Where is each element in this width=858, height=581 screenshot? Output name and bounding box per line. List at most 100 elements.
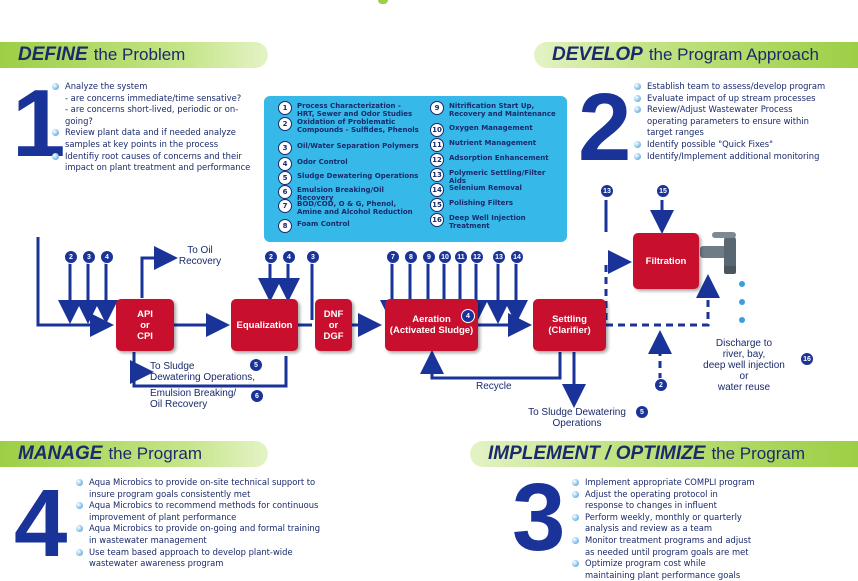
define-title-bold: DEFINE [18,44,88,65]
manage-bullet: Aqua Microbics to provide on-going and f… [76,523,326,546]
service-text: Oxidation of Problematic Compounds - Sul… [297,118,419,135]
service-number: 1 [278,101,292,115]
marker-aer-1: 7 [386,250,400,264]
bullet-text: Evaluate impact of up stream processes [647,92,816,103]
service-text: Emulsion Breaking/Oil Recovery [297,186,384,203]
to-sludge-label-2: To Sludge Dewatering Operations [520,407,634,429]
bullet-text: Aqua Microbics to recommend methods for … [89,500,319,522]
discharge-line3: deep well injection [703,360,785,371]
bullet-text: Identify/Implement additional monitoring [647,150,820,161]
manage-bullet: Aqua Microbics to provide on-site techni… [76,477,326,500]
service-number: 16 [430,213,444,227]
service-text: Process Characterization - HRT, Sewer an… [297,102,413,119]
implement-bullet: Perform weekly, monthly or quarterly ana… [572,512,758,535]
marker-filt-15: 15 [656,184,670,198]
implement-bullet: Monitor treatment programs and adjust as… [572,535,758,558]
to-oil-recovery-label: To Oil Recovery [170,245,230,267]
service-text: Foam Control [297,220,350,228]
implement-title-rest: the Program [711,444,805,463]
service-text: Sludge Dewatering Operations [297,172,419,180]
settling-line2: (Clarifier) [548,325,591,336]
dnf-line1: DNF [323,308,344,320]
marker-api-3: 4 [100,250,114,264]
bullet-icon [52,83,59,90]
discharge-line5: water reuse [717,382,771,393]
marker-api-2: 3 [82,250,96,264]
marker-aer-7: 13 [492,250,506,264]
service-number: 10 [430,123,444,137]
bullet-icon [76,479,83,486]
emulsion-line1: Emulsion Breaking/ [150,388,237,399]
service-text: Oxygen Management [449,124,533,132]
bullet-icon [572,560,579,568]
develop-banner: DEVELOP the Program Approach [534,42,858,68]
discharge-line4: or [739,371,749,382]
define-sub-bullet: - are concerns immediate/time sensative? [65,92,242,103]
define-bullets: Analyze the system- are concerns immedia… [52,81,262,174]
bullet-text: Adjust the operating protocol in respons… [585,488,718,511]
service-number: 3 [278,141,292,155]
develop-bullet: Review/Adjust Wastewater Process operati… [634,104,834,139]
bullet-icon [572,490,579,498]
service-text: Adsorption Enhancement [449,154,549,162]
faucet-icon [700,232,745,323]
discharge-line2: river, bay, [722,349,766,360]
marker-aer-8: 14 [510,250,524,264]
service-number: 9 [430,101,444,115]
service-item: 10 Oxygen Management [430,123,564,137]
api-line3: CPI [137,330,153,342]
marker-16: 16 [800,352,814,366]
service-item: 7 BOD/COD, O & G, Phenol, Amine and Alcoh… [278,199,420,217]
bullet-text: Monitor treatment programs and adjust as… [585,534,752,557]
manage-bullet: Use team based approach to develop plant… [76,547,326,570]
top-accent [378,0,388,4]
bullet-icon [634,83,641,90]
define-title-rest: the Problem [93,45,186,64]
bullet-icon [572,479,579,486]
bullet-text: Identify possible "Quick Fixes" [647,138,774,149]
api-line1: API [137,308,153,320]
marker-aer-6: 12 [470,250,484,264]
marker-sludge2: 5 [635,405,649,419]
service-text: BOD/COD, O & G, Phenol, Amine and Alcoho… [297,200,413,217]
bullet-icon [634,152,641,160]
develop-bullet: Identify possible "Quick Fixes" [634,139,834,151]
manage-bullet: Aqua Microbics to recommend methods for … [76,500,326,523]
service-number: 13 [430,168,444,182]
settling-line1: Settling [552,314,587,325]
filtration-label: Filtration [645,255,687,267]
bullet-icon [52,129,59,137]
oil-recovery-line2: Recovery [178,256,222,267]
service-number: 5 [278,171,292,185]
marker-aer-2: 8 [404,250,418,264]
bullet-icon [76,502,83,510]
manage-number: 4 [14,470,68,577]
sludge2-line2: Operations [552,418,602,429]
to-sludge-label-1: To Sludge Dewatering Operations, [150,361,255,383]
dnf-line2: or [328,319,339,331]
bullet-icon [76,525,83,533]
develop-number: 2 [578,74,632,181]
develop-title-bold: DEVELOP [552,44,643,65]
bullet-icon [634,140,641,148]
service-number: 7 [278,199,292,213]
service-text: Polishing Filters [449,199,514,207]
manage-banner: MANAGE the Program [0,441,268,467]
service-item: 1 Process Characterization - HRT, Sewer a… [278,101,420,119]
dnf-line3: DGF [323,330,344,342]
service-number: 11 [430,138,444,152]
services-panel: 1 Process Characterization - HRT, Sewer a… [264,96,567,242]
develop-bullet: Establish team to assess/develop program [634,81,834,93]
bullet-text: Aqua Microbics to provide on-going and f… [89,523,321,545]
sludge1-line1: To Sludge [150,361,195,372]
marker-aer-3: 9 [422,250,436,264]
bullet-text: Aqua Microbics to provide on-site techni… [89,477,316,499]
bullet-icon [572,513,579,521]
discharge-label: Discharge to river, bay, deep well injec… [694,338,794,393]
define-bullet: Analyze the system- are concerns immedia… [52,81,262,127]
dnf-dgf-box: DNF or DGF [315,299,352,351]
